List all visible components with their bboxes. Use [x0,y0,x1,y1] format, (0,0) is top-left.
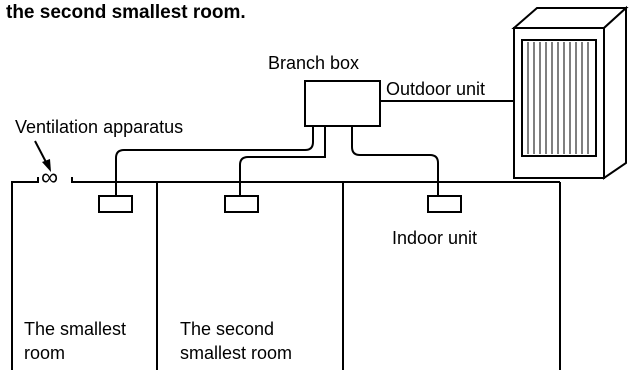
pipe-to-smallest-room [115,126,314,196]
indoor-unit-label: Indoor unit [392,228,478,248]
ventilation-pointer [34,140,48,165]
ceiling-left-segment [11,177,39,192]
outdoor-unit-grille [521,39,597,157]
outdoor-unit-fins [527,42,589,154]
branch-box-label: Branch box [268,53,360,73]
indoor-unit-second-room [224,195,259,213]
indoor-unit-third-room [427,195,462,213]
indoor-unit-smallest-room [98,195,133,213]
outdoor-unit-label: Outdoor unit [386,79,486,99]
branch-box [304,80,381,127]
pipe-to-second-room [239,126,326,196]
ventilation-arrowhead [42,159,51,172]
ventilation-fan-icon: ∞ [41,164,59,191]
diagram-heading: the second smallest room. [6,2,246,23]
pipe-to-indoor-unit [351,126,439,196]
ceiling-line [71,177,560,183]
room-second-label-line2: smallest room [180,343,293,363]
ventilation-apparatus-label: Ventilation apparatus [15,117,184,137]
room-smallest-label-line2: room [24,343,66,363]
room-smallest-label-line1: The smallest [24,319,127,339]
room-second-label-line1: The second [180,319,275,339]
outdoor-unit [511,5,629,180]
